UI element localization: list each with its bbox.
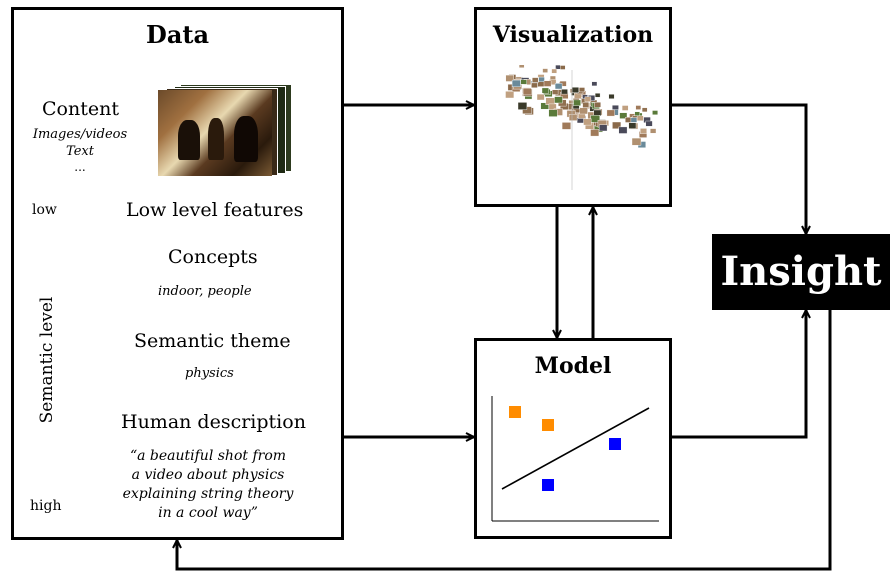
human-description-line-3: explaining string theory	[122, 486, 294, 502]
vis-thumbnail	[518, 65, 525, 68]
model-point-blue-1	[609, 438, 621, 450]
vis-thumbnail	[591, 81, 598, 87]
insight-box: Insight	[712, 234, 890, 310]
vis-thumbnail	[584, 96, 592, 102]
content-image-stack	[156, 80, 296, 180]
vis-thumbnail	[579, 87, 586, 93]
vis-thumbnail	[538, 76, 545, 83]
vis-thumbnail	[619, 112, 628, 119]
vis-thumbnail	[645, 120, 653, 127]
visualization-title: Visualization	[492, 22, 654, 48]
human-description-line-4: in a cool way”	[158, 505, 258, 521]
vis-thumbnail	[579, 107, 588, 115]
data-title: Data	[146, 20, 209, 49]
vis-thumbnail	[649, 128, 657, 134]
vis-thumbnail	[505, 74, 514, 82]
vis-thumbnail	[561, 89, 568, 95]
vis-thumbnail	[636, 115, 644, 121]
human-description-line-1: “a beautiful shot from	[129, 448, 287, 464]
vis-thumbnail	[554, 96, 563, 104]
human-description-line-2: a video about physics	[131, 467, 285, 483]
vis-thumbnail	[618, 126, 628, 134]
vis-thumbnail	[531, 82, 538, 88]
vis-thumbnail	[582, 102, 590, 108]
vis-thumbnail	[551, 68, 557, 74]
arrow-visualization-to-insight	[672, 103, 806, 234]
vis-thumbnail	[641, 107, 648, 113]
visualization-thumbnail-cloud	[505, 65, 658, 190]
vis-thumbnail	[532, 77, 539, 83]
model-point-orange-1	[509, 406, 521, 418]
content-item-images: Images/videos	[32, 127, 128, 142]
vis-thumbnail	[599, 124, 608, 132]
concepts-example: indoor, people	[158, 284, 252, 299]
content-item-text: Text	[66, 144, 94, 159]
vis-thumbnail	[542, 68, 548, 73]
level-semantic-theme: Semantic theme	[134, 330, 291, 352]
low-label: low	[32, 202, 57, 218]
vis-thumbnail	[594, 102, 601, 108]
vis-thumbnail	[520, 79, 527, 85]
model-scatter-plot	[491, 396, 659, 522]
vis-thumbnail	[541, 87, 549, 94]
vis-thumbnail	[559, 65, 566, 70]
model-decision-line	[501, 407, 650, 490]
model-point-orange-2	[542, 419, 554, 431]
vis-thumbnail	[634, 111, 640, 116]
visualization-box: Visualization	[474, 7, 672, 207]
vis-thumbnail	[505, 91, 515, 99]
vis-thumbnail	[543, 80, 552, 87]
vis-thumbnail	[631, 137, 642, 146]
vis-thumbnail	[594, 93, 601, 98]
vis-thumbnail	[568, 114, 578, 121]
vis-thumbnail	[639, 128, 647, 134]
model-title: Model	[534, 353, 612, 379]
vis-thumbnail	[652, 110, 658, 116]
vis-thumbnail	[628, 122, 637, 129]
vis-thumbnail	[511, 79, 521, 88]
vis-thumbnail	[551, 89, 559, 95]
vis-thumbnail	[571, 87, 580, 93]
level-low-level-features: Low level features	[126, 199, 304, 221]
vis-thumbnail	[573, 99, 581, 106]
vis-thumbnail	[548, 109, 558, 117]
insight-label: Insight	[720, 248, 882, 295]
semantic-theme-example: physics	[185, 366, 234, 381]
vis-thumbnail	[522, 88, 532, 96]
level-concepts: Concepts	[168, 246, 258, 268]
model-box: Model	[474, 338, 672, 539]
content-item-more: ...	[74, 160, 86, 174]
vis-thumbnail	[606, 109, 615, 117]
vis-thumbnail	[554, 83, 563, 90]
vis-thumbnail	[590, 129, 600, 137]
vis-thumbnail	[517, 102, 528, 110]
content-image	[158, 90, 272, 176]
vis-thumbnail	[555, 65, 561, 70]
vis-thumbnail	[635, 105, 642, 110]
arrow-insight-to-data	[177, 310, 832, 571]
vis-thumbnail	[630, 117, 638, 123]
vis-thumbnail	[561, 122, 571, 130]
vis-thumbnail	[593, 109, 602, 117]
vis-thumbnail	[612, 121, 622, 130]
content-label: Content	[42, 98, 119, 120]
data-box: Data Content Images/videos Text ... low …	[11, 7, 344, 540]
level-human-description: Human description	[121, 411, 306, 433]
semantic-level-axis-label: Semantic level	[37, 296, 57, 424]
high-label: high	[30, 498, 62, 514]
vis-thumbnail	[536, 93, 545, 101]
vis-thumbnail	[621, 105, 629, 111]
arrow-model-to-insight	[672, 310, 806, 439]
vis-thumbnail	[608, 94, 615, 99]
vis-thumbnail	[583, 118, 592, 126]
model-point-blue-2	[542, 479, 554, 491]
